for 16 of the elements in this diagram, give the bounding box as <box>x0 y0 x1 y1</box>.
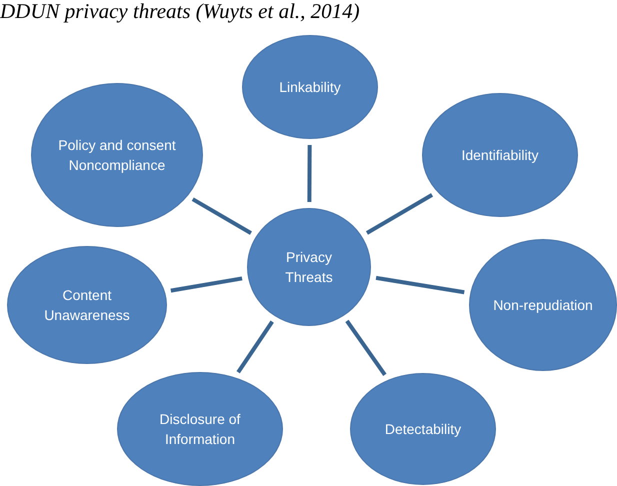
diagram-title: DDUN privacy threats (Wuyts et al., 2014) <box>0 0 360 22</box>
node-label: Detectability <box>384 420 462 439</box>
node-label: Identifiability <box>461 146 539 165</box>
node-label: Privacy Threats <box>284 248 334 287</box>
node-label: Disclosure of Information <box>158 410 242 449</box>
connector-line <box>170 276 242 293</box>
node-label: Content Unawareness <box>43 286 131 325</box>
node-label: Policy and consent Noncompliance <box>57 136 177 175</box>
connector-line <box>236 320 274 374</box>
connector-line <box>345 320 386 376</box>
node-label: Non-repudiation <box>493 296 593 315</box>
connector-line <box>366 193 434 235</box>
node-label: Linkability <box>279 78 341 97</box>
connector-line <box>307 144 312 202</box>
connector-line <box>376 276 465 294</box>
connector-line <box>192 197 252 235</box>
